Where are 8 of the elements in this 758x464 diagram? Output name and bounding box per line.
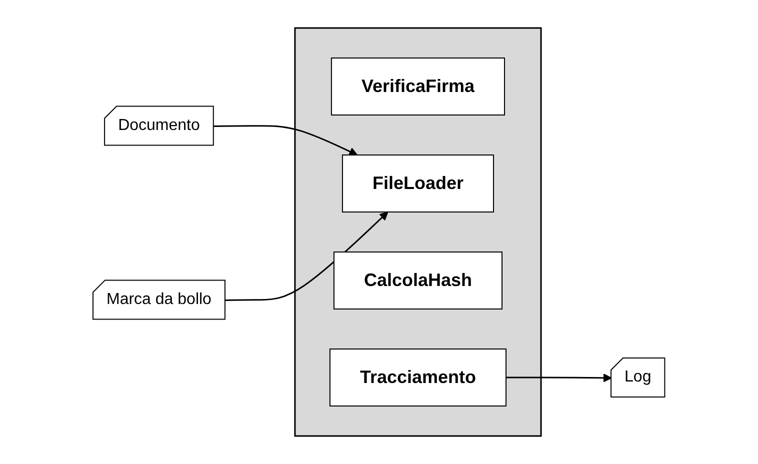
cluster [294,27,542,437]
node-box: VerificaFirma [331,58,506,116]
node-box: CalcolaHash [334,252,503,310]
node-box: Tracciamento [330,348,507,406]
arrow [506,374,612,382]
arrow [214,125,358,156]
arrow [226,212,388,301]
node-box: FileLoader [342,154,494,212]
